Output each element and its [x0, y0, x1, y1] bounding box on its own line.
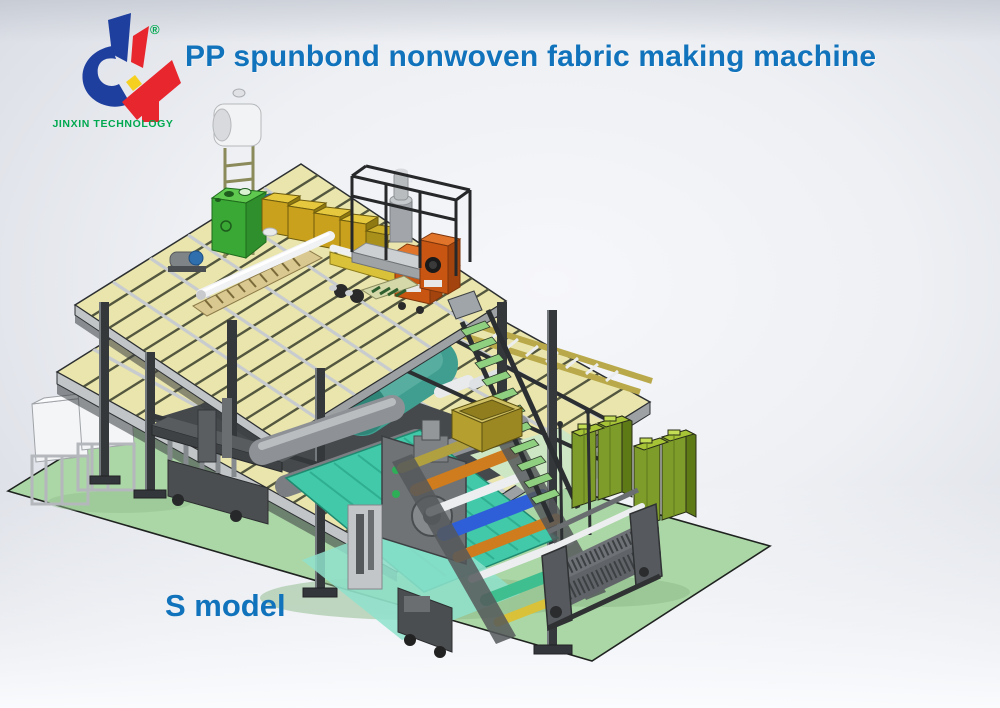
- company-logo: ® JINXIN TECHNOLOGY: [38, 6, 188, 146]
- logo-red-leg: [142, 88, 159, 122]
- logo-blue-crescent: [82, 46, 130, 107]
- barrel-heater-boxes: [260, 192, 402, 264]
- drive-motor-small: [168, 250, 206, 272]
- fabric-winder: [541, 408, 663, 632]
- hopper-feeder-tower: [212, 88, 262, 258]
- logo-yellow-diamond: [126, 75, 142, 91]
- extruder-screw-barrel: [192, 227, 335, 317]
- extruder-hopper-block: [210, 187, 281, 260]
- spin-pump-platform: [350, 168, 462, 295]
- melt-pump-motors: [329, 284, 364, 303]
- page-title: PP spunbond nonwoven fabric making machi…: [185, 40, 877, 73]
- logo-red-flick: [131, 26, 149, 68]
- registered-mark: ®: [150, 22, 160, 37]
- corrugated-shield: [360, 275, 420, 300]
- scrap-bin: [450, 395, 524, 453]
- jinxin-logo-mark: [82, 13, 181, 122]
- logo-blue-flag: [108, 13, 131, 62]
- model-label: S model: [165, 588, 286, 623]
- company-name: JINXIN TECHNOLOGY: [52, 118, 174, 130]
- slitter-drive-box: [397, 587, 453, 658]
- platform-railing: [350, 164, 472, 276]
- edge-guide-stand: [347, 504, 383, 590]
